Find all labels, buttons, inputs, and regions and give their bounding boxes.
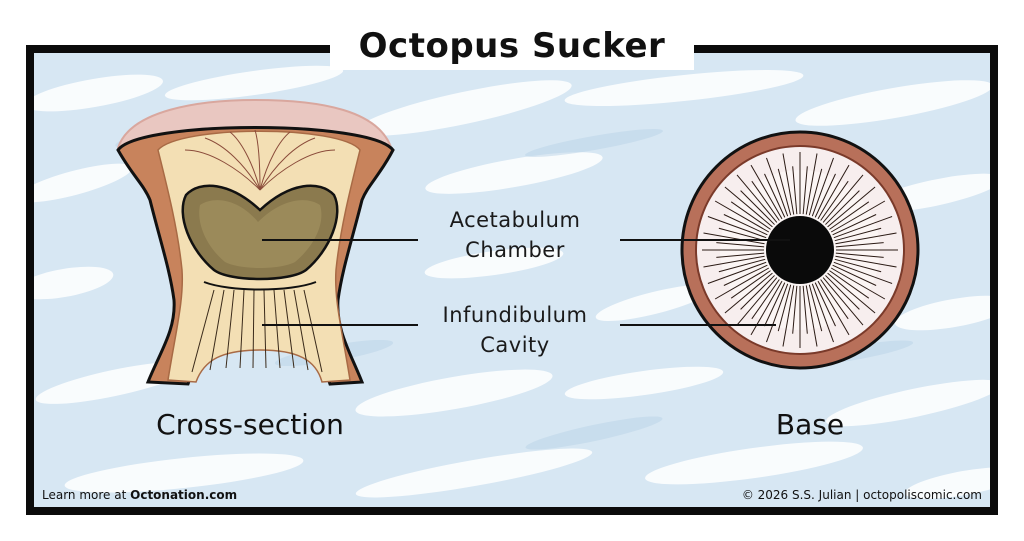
infundibulum-label-line1: Infundibulum	[442, 303, 588, 327]
acetabulum-label-line1: Acetabulum	[449, 208, 581, 232]
footer-right: © 2026 S.S. Julian | octopoliscomic.com	[741, 488, 982, 502]
footer-prefix: Learn more at	[42, 488, 131, 502]
cross-section-illustration	[116, 98, 395, 386]
title-plate: Octopus Sucker	[330, 22, 694, 70]
acetabulum-label-line2: Chamber	[465, 238, 565, 262]
infundibulum-label: Infundibulum Cavity	[430, 300, 600, 360]
acetabulum-label: Acetabulum Chamber	[430, 205, 600, 265]
base-illustration	[680, 130, 920, 370]
footer-left: Learn more at Octonation.com	[42, 488, 237, 502]
infundibulum-label-line2: Cavity	[480, 333, 550, 357]
leader-lines	[262, 239, 790, 326]
footer-link[interactable]: Octonation.com	[130, 488, 238, 502]
base-caption: Base	[775, 408, 845, 441]
cross-section-caption: Cross-section	[156, 408, 344, 441]
diagram-title: Octopus Sucker	[358, 26, 666, 66]
